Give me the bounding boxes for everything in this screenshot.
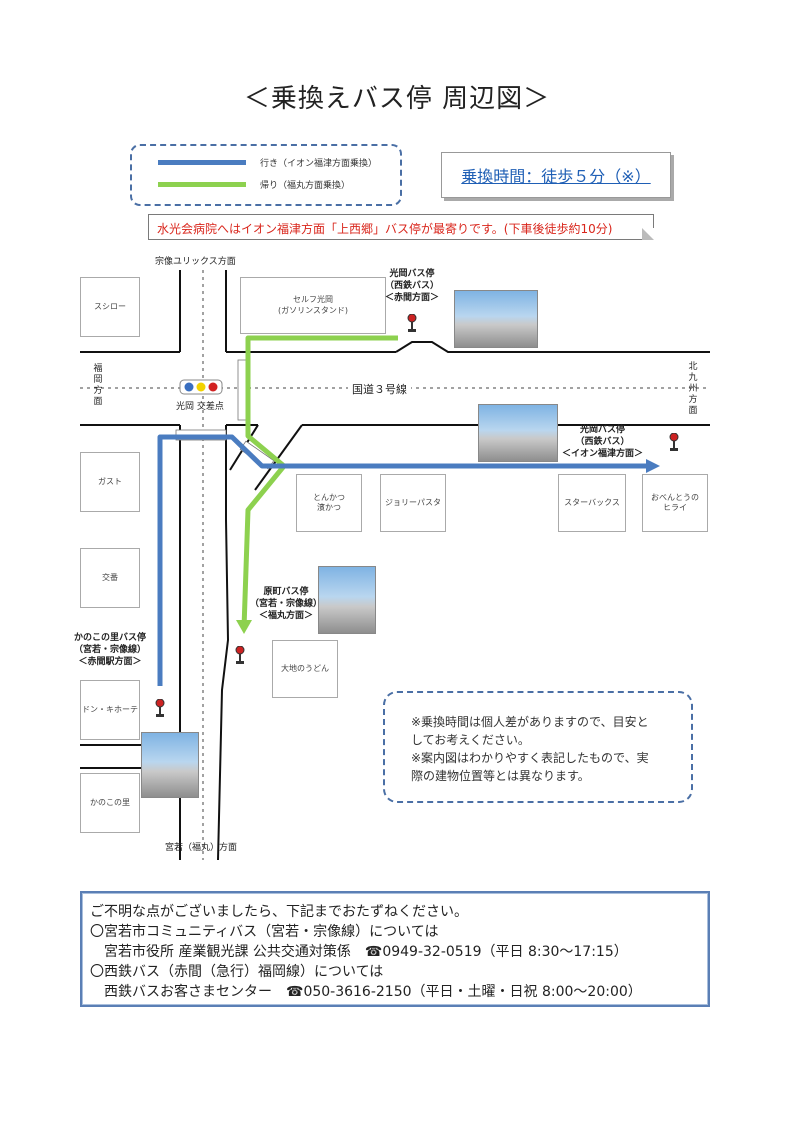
- stop-mitsuoka-east-photo: [478, 404, 558, 462]
- building-donki: ドン・キホーテ: [80, 680, 140, 740]
- contact-nishitetsu-heading: 〇西鉄バス（赤間（急行）福岡線）については: [90, 964, 384, 980]
- transfer-time-text: 乗換時間：徒歩５分（※）: [461, 167, 651, 186]
- contact-intro: ご不明な点がございましたら、下記までおたずねください。: [90, 904, 468, 920]
- notes-box: ※乗換時間は個人差がありますので、目安と してお考えください。 ※案内図はわかり…: [383, 691, 693, 803]
- outbound-route-line: [157, 434, 648, 686]
- building-koban: 交番: [80, 548, 140, 608]
- direction-munakata: 宗像ユリックス方面: [155, 257, 236, 267]
- building-kanokonosato: かのこの里: [80, 773, 140, 833]
- note-line: ※乗換時間は個人差がありますので、目安と: [411, 715, 649, 729]
- contact-nishitetsu-detail: 西鉄バスお客さまセンター ☎050-3616-2150（平日・土曜・日祝 8:0…: [104, 984, 642, 1000]
- stop-haramachi-label: 原町バス停（宮若・宗像線）＜福丸方面＞: [250, 587, 323, 622]
- bus-stop-icon: [235, 646, 245, 664]
- direction-fukuoka: 福岡方面: [93, 364, 103, 407]
- contact-box: ご不明な点がございましたら、下記までおたずねください。 〇宮若市コミュニティバス…: [80, 891, 710, 1007]
- bus-stop-icon: [407, 314, 417, 332]
- building-starbucks: スターバックス: [558, 474, 626, 532]
- bus-stop-icon: [155, 699, 165, 717]
- return-legend-swatch: [158, 182, 246, 187]
- page-title: ＜乗換えバス停 周辺図＞: [243, 84, 551, 114]
- return-legend-label: 帰り（福丸方面乗換）: [260, 181, 351, 191]
- note-line: してお考えください。: [411, 733, 530, 747]
- note-line: 際の建物位置等とは異なります。: [411, 769, 590, 783]
- building-gusto: ガスト: [80, 452, 140, 512]
- stop-mitsuoka-east-label: 光岡バス停（西鉄バス）＜イオン福津方面＞: [562, 425, 644, 460]
- page-fold-decoration: [642, 228, 654, 240]
- route3-label: 国道３号線: [348, 381, 411, 397]
- stop-haramachi-photo: [318, 566, 376, 634]
- contact-miyawaka-detail: 宮若市役所 産業観光課 公共交通対策係 ☎0949-32-0519（平日 8:3…: [104, 944, 628, 960]
- building-tonkatsu: とんかつ濱かつ: [296, 474, 362, 532]
- hospital-notice: 水光会病院へはイオン福津方面「上西郷」バス停が最寄りです。(下車後徒歩約10分): [148, 214, 654, 240]
- traffic-signal-icon: [179, 379, 223, 395]
- building-self-mitsuoka: セルフ光岡(ガソリンスタンド): [240, 277, 386, 334]
- stop-kanokonosato-photo: [141, 732, 199, 798]
- building-udon: 大地のうどん: [272, 640, 338, 698]
- return-route-line: [241, 335, 398, 629]
- transfer-time-box: 乗換時間：徒歩５分（※）: [441, 152, 671, 198]
- outbound-legend-label: 行き（イオン福津方面乗換）: [260, 159, 378, 169]
- outbound-route-arrow-icon: [646, 459, 660, 473]
- direction-kitakyushu: 北九州方面: [688, 362, 698, 416]
- building-jolly-pasta: ジョリーパスタ: [380, 474, 446, 532]
- building-sushiro: スシロー: [80, 277, 140, 337]
- stop-kanokonosato-label: かのこの里バス停（宮若・宗像線）＜赤間駅方面＞: [74, 633, 147, 668]
- hospital-notice-text: 水光会病院へはイオン福津方面「上西郷」バス停が最寄りです。(下車後徒歩約10分): [157, 222, 613, 236]
- stop-mitsuoka-west-photo: [454, 290, 538, 348]
- bus-stop-icon: [669, 433, 679, 451]
- route-legend: 行き（イオン福津方面乗換） 帰り（福丸方面乗換）: [130, 144, 402, 206]
- stop-mitsuoka-west-label: 光岡バス停（西鉄バス）＜赤間方面＞: [385, 269, 440, 304]
- contact-miyawaka-heading: 〇宮若市コミュニティバス（宮若・宗像線）については: [90, 924, 439, 940]
- direction-miyawaka: 宮若（福丸）方面: [165, 843, 238, 853]
- note-line: ※案内図はわかりやすく表記したもので、実: [411, 751, 649, 765]
- intersection-label: 光岡 交差点: [176, 402, 224, 412]
- crosswalks: [175, 359, 275, 470]
- return-route-arrow-icon: [236, 620, 252, 634]
- building-hirai: おべんとうのヒライ: [642, 474, 708, 532]
- outbound-legend-swatch: [158, 160, 246, 165]
